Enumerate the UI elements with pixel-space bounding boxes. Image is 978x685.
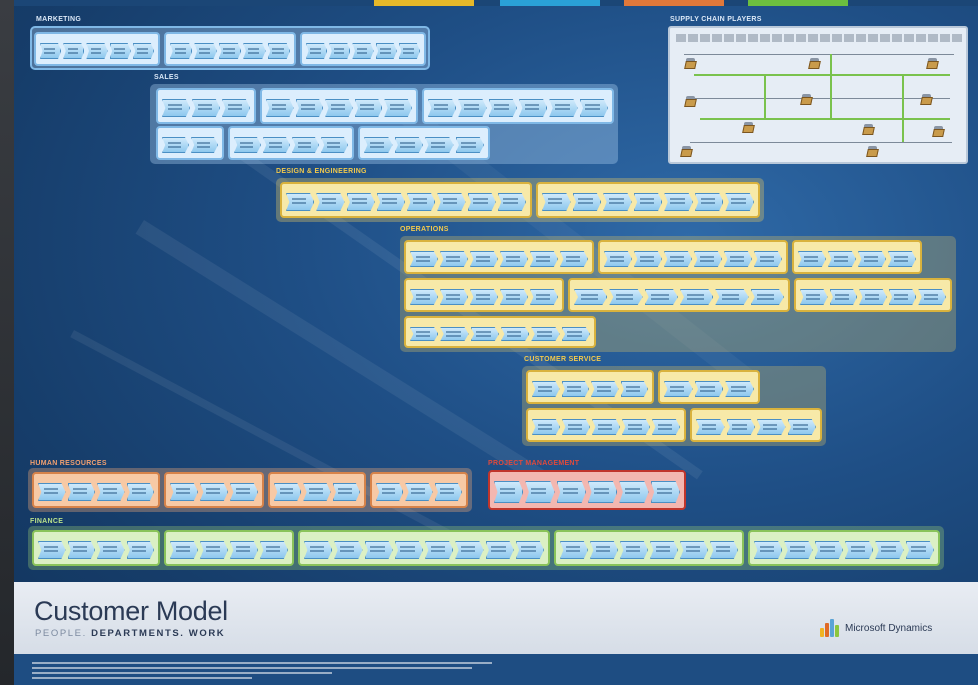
marketing-process-group[interactable] — [164, 32, 296, 66]
warehouse-icon — [930, 126, 946, 138]
supply-link — [764, 74, 766, 118]
finance-process-group[interactable] — [748, 530, 940, 566]
warehouse-icon — [860, 124, 876, 136]
supply-link — [830, 54, 832, 118]
sales-process-group[interactable] — [260, 88, 418, 124]
operations-process-group[interactable] — [404, 278, 564, 312]
marketing-process-group[interactable] — [300, 32, 426, 66]
sales-process-group[interactable] — [358, 126, 490, 160]
marketing-process-group[interactable] — [34, 32, 160, 66]
finance-process-group[interactable] — [554, 530, 744, 566]
service-process-group[interactable] — [690, 408, 822, 442]
project-process-group[interactable] — [488, 470, 686, 510]
supply-link — [690, 142, 952, 143]
operations-process-group[interactable] — [568, 278, 790, 312]
section-title-sales: Sales — [154, 74, 179, 81]
warehouse-icon — [918, 94, 934, 106]
hr-process-group[interactable] — [164, 472, 264, 508]
title-band — [14, 582, 978, 654]
section-title-project-management: Project Management — [488, 460, 580, 467]
subtitle-departments-work: DEPARTMENTS. WORK — [91, 628, 226, 639]
subtitle: PEOPLE. DEPARTMENTS. WORK — [35, 628, 225, 639]
operations-process-group[interactable] — [404, 316, 596, 348]
section-title-customer-service: Customer Service — [524, 356, 602, 363]
design-process-group[interactable] — [536, 182, 760, 218]
finance-process-group[interactable] — [164, 530, 294, 566]
section-title-marketing: Marketing — [36, 16, 82, 23]
service-process-group[interactable] — [526, 408, 686, 442]
supply-link — [694, 74, 950, 76]
operations-process-group[interactable] — [792, 240, 922, 274]
warehouse-icon — [798, 94, 814, 106]
top-color-strip — [14, 0, 978, 6]
section-title-finance: Finance — [30, 518, 64, 525]
hr-process-group[interactable] — [370, 472, 468, 508]
sales-process-group[interactable] — [228, 126, 354, 160]
operations-process-group[interactable] — [794, 278, 952, 312]
warehouse-icon — [864, 146, 880, 158]
strip-segment — [748, 0, 848, 6]
strip-segment — [500, 0, 600, 6]
section-title-human-resources: Human Resources — [30, 460, 107, 467]
brand-logo: Microsoft Dynamics — [820, 618, 932, 638]
brand-name: Microsoft Dynamics — [845, 622, 933, 634]
section-title-supply-chain: Supply Chain Players — [670, 16, 762, 23]
supply-link — [902, 74, 904, 142]
sales-process-group[interactable] — [156, 88, 256, 124]
warehouse-icon — [682, 58, 698, 70]
hr-process-group[interactable] — [268, 472, 366, 508]
service-process-group[interactable] — [526, 370, 654, 404]
operations-process-group[interactable] — [598, 240, 788, 274]
service-process-group[interactable] — [658, 370, 760, 404]
strip-segment — [624, 0, 724, 6]
subtitle-people: PEOPLE. — [35, 628, 87, 639]
warehouse-icon — [806, 58, 822, 70]
section-title-design-engineering: Design & Engineering — [276, 168, 367, 175]
light-streak — [70, 330, 481, 554]
warehouse-icon — [924, 58, 940, 70]
design-process-group[interactable] — [280, 182, 532, 218]
supply-chain-diagram[interactable] — [668, 26, 968, 164]
warehouse-icon — [682, 96, 698, 108]
hr-process-group[interactable] — [32, 472, 160, 508]
supply-link — [700, 118, 950, 120]
supply-link — [694, 98, 950, 99]
strip-segment — [374, 0, 474, 6]
footer-fine-print — [14, 654, 978, 685]
finance-process-group[interactable] — [298, 530, 550, 566]
background-edge — [0, 0, 14, 685]
page-title: Customer Model — [34, 596, 228, 626]
operations-process-group[interactable] — [404, 240, 594, 274]
customer-model-poster: Marketing Sales Supply Chain Players Des… — [14, 0, 978, 685]
section-title-operations: Operations — [400, 226, 449, 233]
warehouse-icon — [740, 122, 756, 134]
dynamics-bars-icon — [820, 619, 842, 637]
warehouse-icon — [678, 146, 694, 158]
supply-link — [684, 54, 954, 55]
finance-process-group[interactable] — [32, 530, 160, 566]
sales-process-group[interactable] — [156, 126, 224, 160]
sales-process-group[interactable] — [422, 88, 614, 124]
